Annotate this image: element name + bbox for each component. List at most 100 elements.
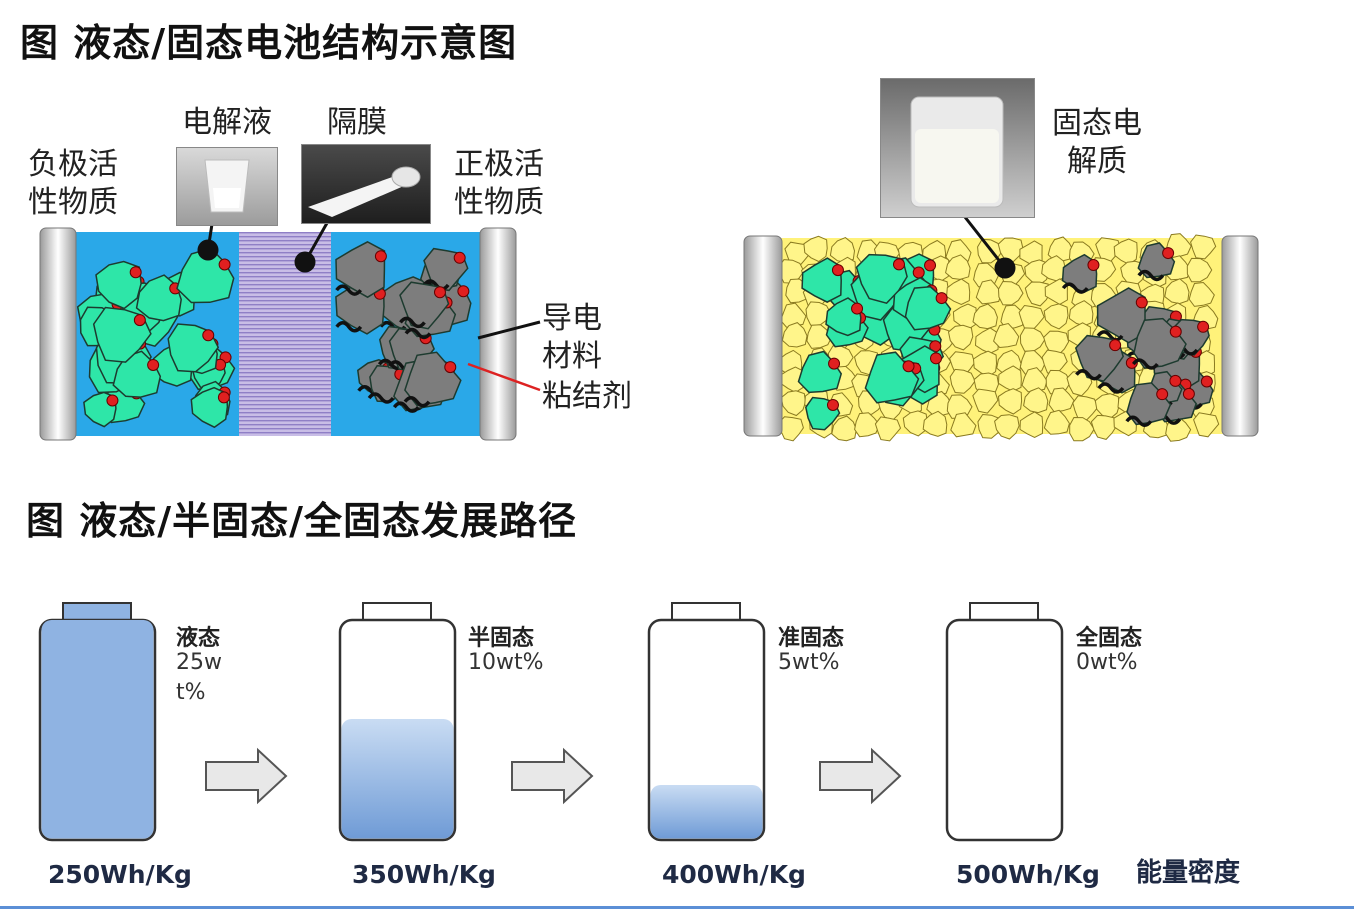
- conductive-additive: [1169, 374, 1182, 387]
- conductive-additive: [912, 266, 925, 279]
- bottom-divider: [0, 906, 1354, 909]
- stage-arrows: [205, 747, 902, 805]
- stage-energy-semi-solid: 350Wh/Kg: [352, 860, 496, 889]
- stage-energy-liquid: 250Wh/Kg: [48, 860, 192, 889]
- binder-strand: [399, 316, 426, 329]
- electrolyte-grain: [947, 324, 974, 351]
- conductive-additive: [106, 394, 119, 407]
- binder-strand: [335, 321, 363, 333]
- solid-cathode-particles: [1061, 242, 1214, 427]
- battery-stages: [38, 602, 1064, 842]
- conductive-additive: [1125, 356, 1138, 369]
- conductive-additive: [202, 329, 215, 342]
- anode-particles: [76, 247, 236, 429]
- conductive-additive: [129, 266, 142, 279]
- solid-anode-particles: [797, 253, 952, 431]
- electrolyte-grain: [1188, 281, 1215, 307]
- conductive-additive: [1169, 325, 1182, 338]
- electrolyte-grain: [1068, 300, 1094, 327]
- electrolyte-grain: [950, 412, 977, 438]
- cathode-active-material-label: 正极活 性物质: [454, 147, 544, 220]
- stage-name-liquid: 液态: [176, 626, 221, 651]
- conductive-additive: [1197, 320, 1210, 333]
- electrolyte-grain: [854, 412, 881, 438]
- conductive-additive: [453, 251, 466, 264]
- electrolyte-grain: [946, 278, 971, 305]
- electrolyte-grain: [1190, 234, 1217, 260]
- electrolyte-grain: [781, 322, 808, 348]
- stage-wt-quasi-solid: 5wt%: [778, 650, 840, 675]
- solid-electrolyte-photo: [880, 78, 1035, 218]
- electrolyte-grain: [1043, 330, 1070, 356]
- structure-diagram-title: 图 液态/固态电池结构示意图: [20, 21, 518, 65]
- electrolyte-grain: [975, 279, 1003, 305]
- electrolyte-grain: [874, 416, 902, 442]
- conductive-additive: [902, 360, 915, 373]
- conductive-additive: [133, 314, 146, 327]
- binder-strand: [1131, 358, 1159, 370]
- separator-label: 隔膜: [327, 105, 387, 140]
- battery-cap: [362, 602, 432, 622]
- stage-arrow: [205, 747, 288, 805]
- binder-strand: [403, 395, 431, 408]
- solid-cathode-collector: [1221, 235, 1259, 437]
- solid-electrolyte-label: 固态电 解质: [1052, 106, 1142, 179]
- conductive-additive: [1109, 339, 1122, 352]
- conductive-additive: [831, 264, 844, 277]
- stage-energy-all-solid: 500Wh/Kg: [956, 860, 1100, 889]
- conductive-additive: [929, 352, 942, 365]
- conductive-additive: [851, 302, 864, 315]
- electrolyte-grain: [922, 410, 948, 437]
- conductive-additive: [1156, 388, 1169, 401]
- electrolyte-grain: [993, 322, 1020, 349]
- electrolyte-grain: [997, 365, 1022, 392]
- electrolyte-grain: [945, 254, 971, 280]
- anode-active-material-label: 负极活 性物质: [28, 147, 118, 220]
- anode-current-collector: [39, 227, 77, 441]
- electrolyte-grain: [952, 303, 977, 330]
- battery-liquid-fill: [41, 620, 154, 839]
- stage-name-quasi-solid: 准固态: [778, 626, 845, 651]
- stage-wt-semi-solid: 10wt%: [468, 650, 544, 675]
- conductive-additive: [457, 285, 470, 298]
- stage-name-all-solid: 全固态: [1076, 626, 1143, 651]
- binder-strand: [1097, 382, 1125, 394]
- liquid-cell: [39, 197, 541, 441]
- electrolyte-grain: [1164, 278, 1190, 305]
- energy-density-label: 能量密度: [1136, 858, 1241, 888]
- electrolyte-label: 电解液: [182, 105, 272, 140]
- electrolyte-grain: [997, 280, 1024, 306]
- binder-strand: [1061, 282, 1089, 294]
- solid-cell: [743, 197, 1259, 442]
- binder-label: 粘结剂: [542, 379, 632, 414]
- battery-cap: [969, 602, 1039, 622]
- conductive-material-label: 导电 材料: [542, 301, 602, 374]
- electrolyte-grain: [949, 368, 976, 394]
- battery-liquid-fill: [341, 719, 454, 839]
- stage-arrow: [511, 747, 594, 805]
- conductive-additive: [444, 361, 457, 374]
- binder-strand: [404, 327, 432, 340]
- stage-arrow: [819, 747, 902, 805]
- binder-strand: [1075, 368, 1102, 381]
- electrolyte-grain: [1043, 409, 1070, 435]
- battery-cap: [671, 602, 741, 622]
- electrolyte-grain: [1090, 414, 1117, 440]
- conductive-additive: [1087, 259, 1100, 272]
- stage-name-semi-solid: 半固态: [468, 626, 535, 651]
- battery-liquid-fill: [650, 785, 763, 839]
- conductive-additive: [374, 250, 387, 263]
- stage-wt-liquid: 25wt%: [176, 650, 222, 705]
- conductive-additive: [217, 391, 230, 404]
- electrolyte-grain: [1094, 393, 1120, 420]
- electrolyte-grain: [1048, 387, 1075, 413]
- separator-membrane: [239, 232, 331, 436]
- separator-photo: [301, 144, 431, 224]
- electrolyte-grain: [972, 388, 999, 414]
- conductive-additive: [892, 258, 905, 271]
- conductive-additive: [147, 358, 160, 371]
- conductive-additive: [1162, 247, 1175, 260]
- electrolyte-grain: [1019, 411, 1044, 439]
- electrolyte-grain: [1043, 303, 1069, 330]
